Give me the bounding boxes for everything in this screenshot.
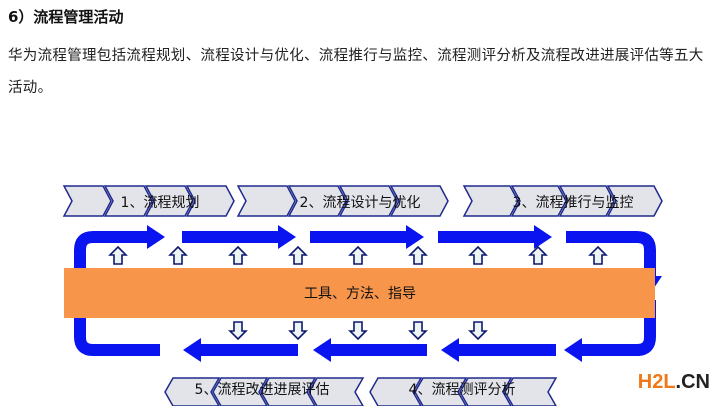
- section-heading: 6）流程管理活动: [8, 8, 124, 26]
- support-arrow-up-icon: [468, 245, 488, 265]
- stage-1-label: 1、流程规划: [121, 195, 200, 211]
- chevron-segment: [558, 185, 615, 217]
- chevron-segment: [103, 185, 153, 217]
- flow-arrow-left: [183, 338, 298, 362]
- support-arrow-up-icon: [588, 245, 608, 265]
- stage-3-label: 3、流程推行与监控: [513, 195, 634, 211]
- chevron-segment: [369, 377, 423, 406]
- flow-arrow-right: [438, 225, 552, 249]
- flow-arrow-right: [182, 225, 296, 249]
- support-arrow-up-icon: [228, 245, 248, 265]
- support-arrow-up-icon: [168, 245, 188, 265]
- flow-arrow-right: [100, 225, 165, 249]
- chevron-segment: [510, 185, 567, 217]
- chevron-segment: [414, 377, 468, 406]
- support-arrow-up-icon: [408, 245, 428, 265]
- support-arrow-down-icon: [468, 321, 488, 341]
- loop-corner-top-right: [566, 231, 656, 278]
- center-bar-label: 工具、方法、指导: [304, 286, 416, 302]
- support-arrow-up-icon: [108, 245, 128, 265]
- chevron-segment: [462, 185, 519, 217]
- chevron-segment: [287, 185, 347, 217]
- stage-5-label: 5、流程改进进展评估: [195, 382, 330, 398]
- tools-methods-bar: [64, 268, 655, 318]
- support-arrow-up-icon: [528, 245, 548, 265]
- flow-arrow-left: [313, 338, 427, 362]
- stage-2-label: 2、流程设计与优化: [300, 195, 421, 211]
- loop-corner-top-left: [74, 231, 102, 300]
- stage-4-label: 4、流程测评分析: [409, 382, 516, 398]
- chevron-segment: [338, 185, 398, 217]
- chevron-segment: [260, 377, 317, 406]
- chevron-segment: [389, 185, 449, 217]
- loop-corner-bottom-left: [74, 300, 160, 356]
- chevron-segment: [459, 377, 513, 406]
- support-arrow-up-icon: [288, 245, 308, 265]
- chevron-segment: [606, 185, 663, 217]
- chevron-segment: [236, 185, 296, 217]
- chevron-segment: [212, 377, 269, 406]
- intro-paragraph: 华为流程管理包括流程规划、流程设计与优化、流程推行与监控、流程测评分析及流程改进…: [8, 48, 704, 96]
- flow-arrow-right: [310, 225, 424, 249]
- support-arrow-down-icon: [288, 321, 308, 341]
- chevron-segment: [144, 185, 194, 217]
- chevron-segment: [164, 377, 221, 406]
- loop-corner-bottom-right: [630, 300, 656, 356]
- support-arrow-down-icon: [348, 321, 368, 341]
- chevron-segment: [62, 185, 112, 217]
- chevron-segment: [185, 185, 235, 217]
- chevron-segment: [308, 377, 365, 406]
- flow-arrow-left: [564, 338, 640, 362]
- watermark-logo: H2L.CN: [637, 371, 710, 393]
- support-arrow-down-icon: [228, 321, 248, 341]
- support-arrow-down-icon: [408, 321, 428, 341]
- support-arrow-up-icon: [348, 245, 368, 265]
- flow-arrow-left: [441, 338, 556, 362]
- chevron-segment: [504, 377, 558, 406]
